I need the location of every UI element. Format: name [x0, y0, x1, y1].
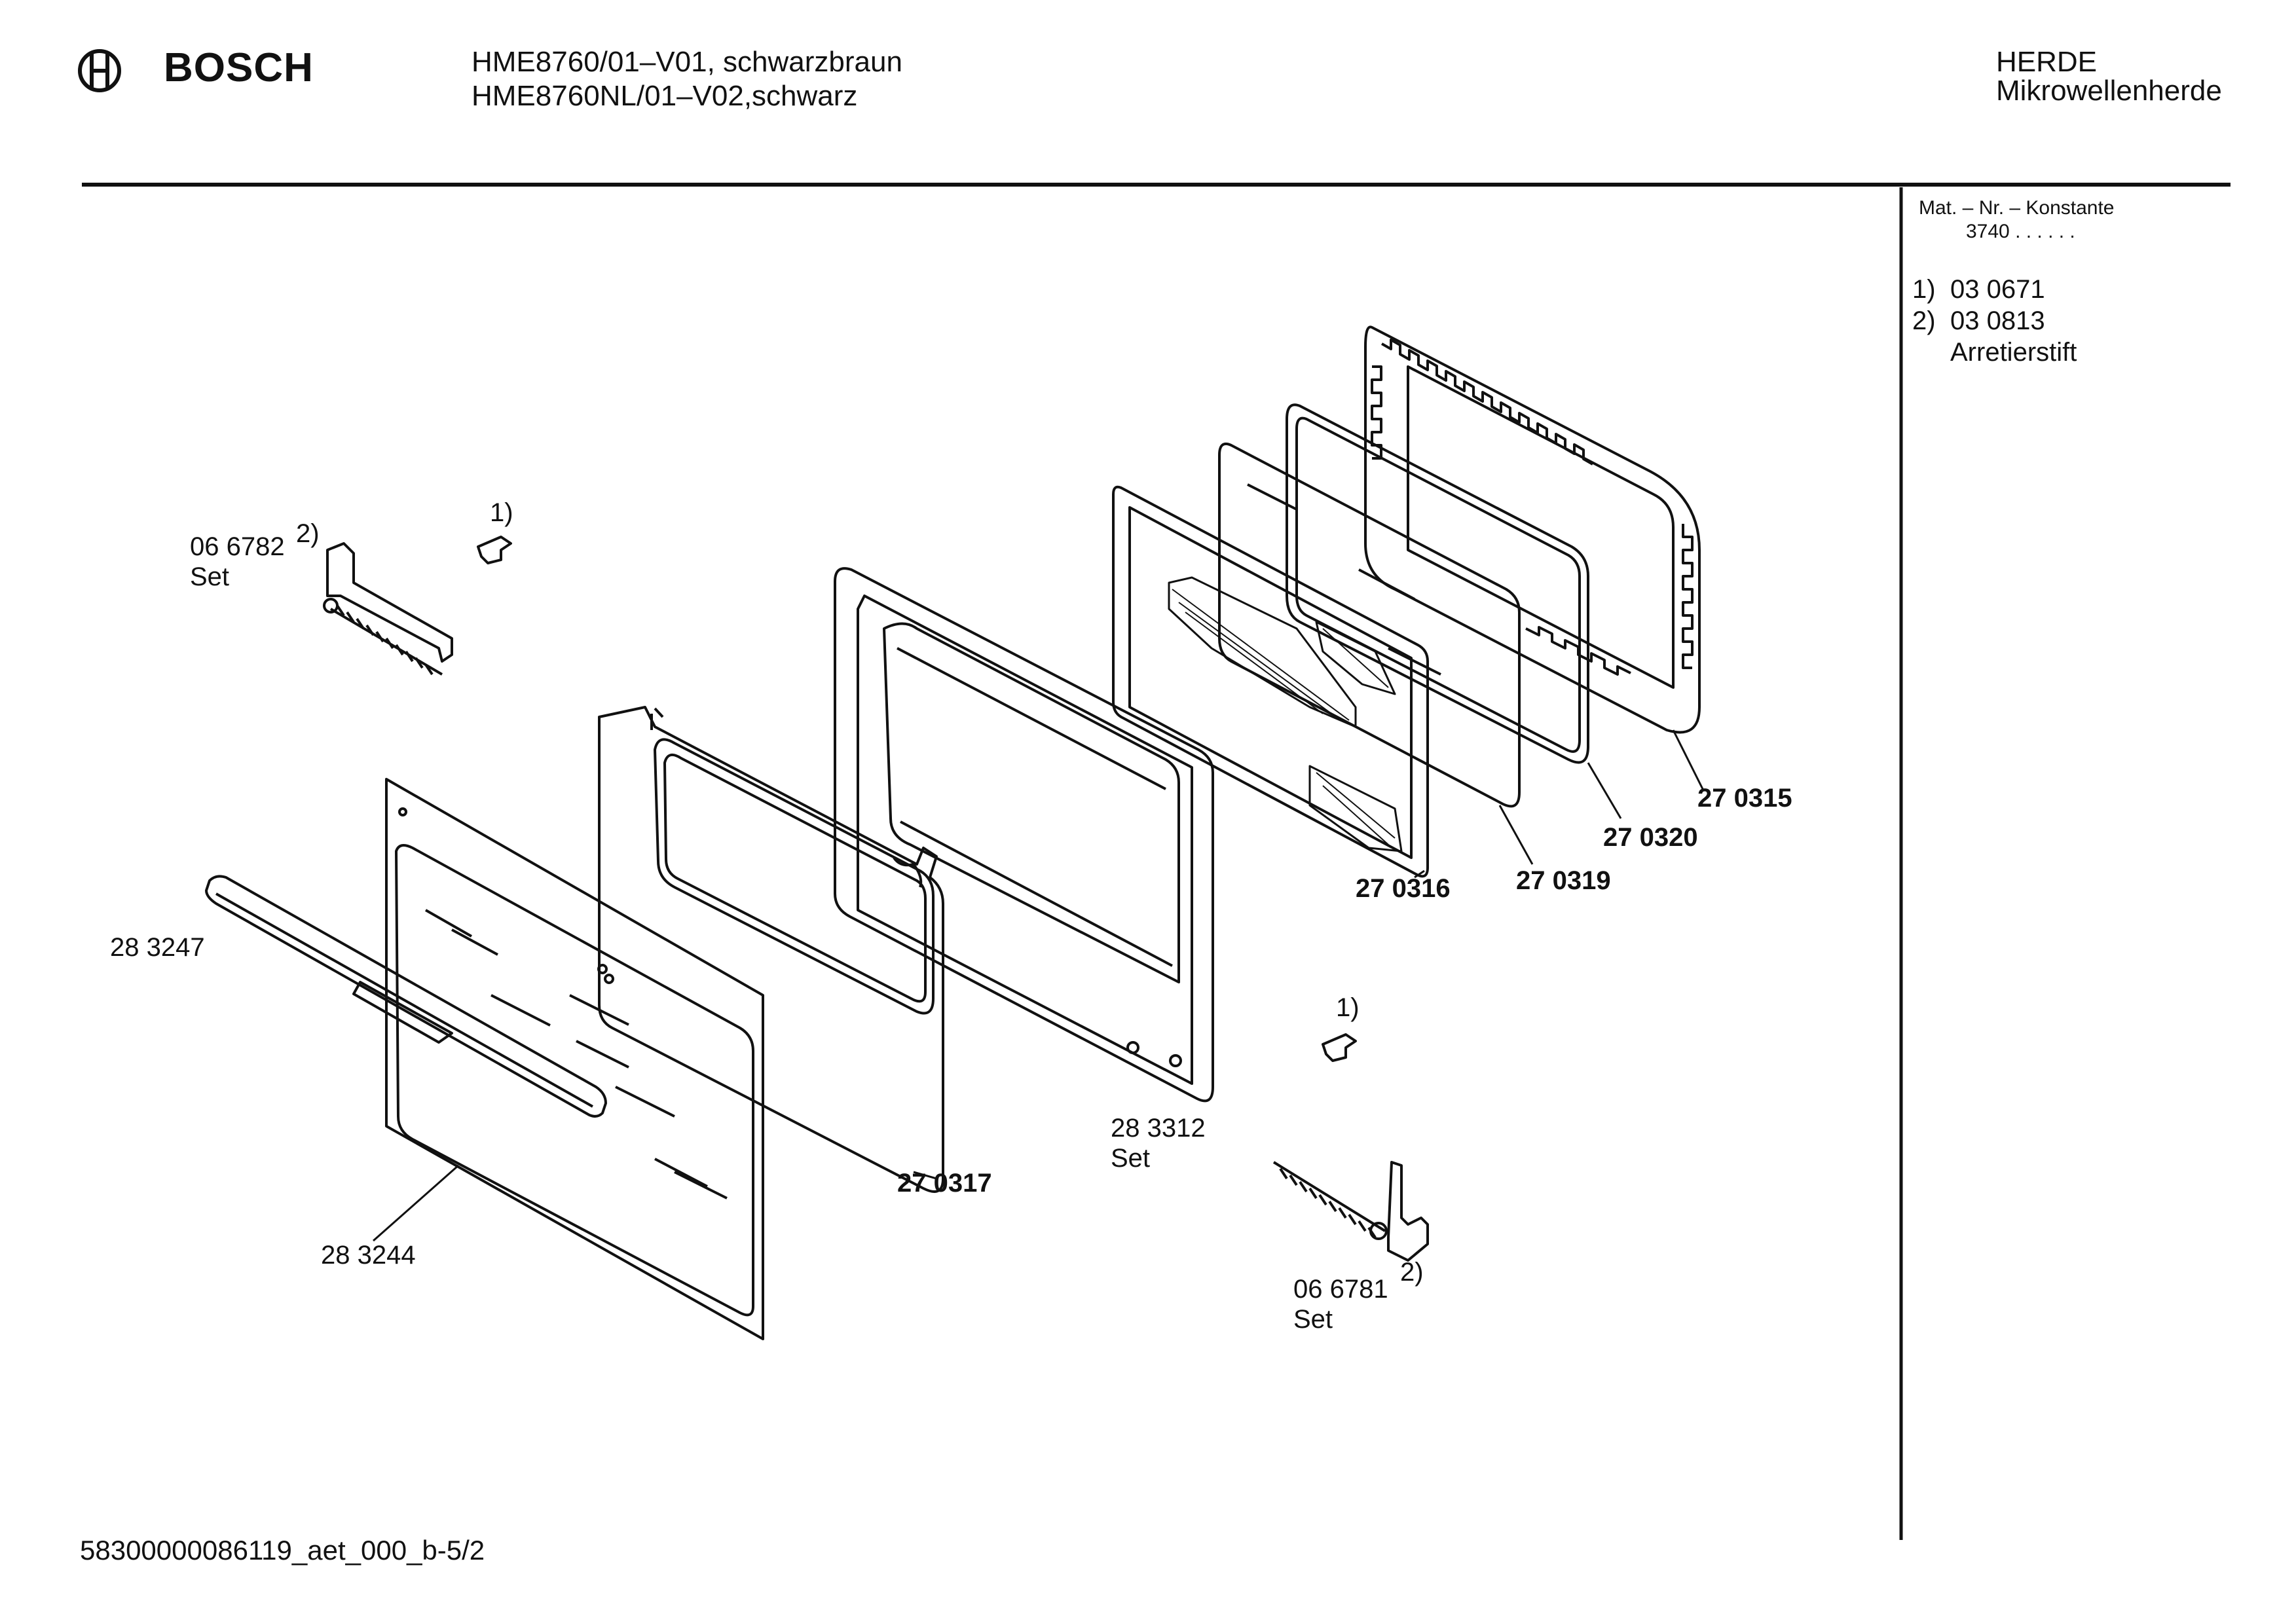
part-ref-pin-top: 1) [490, 498, 513, 527]
part-door-seal [1286, 403, 1589, 764]
part-label-283312-set: Set [1111, 1144, 1151, 1173]
part-label-270316: 27 0316 [1356, 874, 1451, 903]
brand-wordmark: BOSCH [164, 45, 314, 90]
notes-constant: 3740 . . . . . . [1966, 221, 2075, 242]
model-line-1: HME8760/01–V01, schwarzbraun [472, 46, 902, 78]
part-label-283312: 28 3312 [1111, 1114, 1206, 1143]
part-pin-top [477, 536, 512, 564]
part-outer-glass [385, 778, 764, 1340]
part-door-gasket [598, 706, 944, 1193]
note-marker-1: 1) [1912, 275, 1936, 304]
leader-lines [373, 729, 1704, 1242]
part-label-270319: 27 0319 [1516, 866, 1611, 895]
part-label-270315: 27 0315 [1697, 784, 1792, 813]
part-ref-pin-bottom: 1) [1336, 993, 1360, 1022]
note-desc-2: Arretierstift [1950, 338, 2077, 367]
part-ref-066781: 2) [1400, 1258, 1424, 1287]
part-label-066781-set: Set [1293, 1305, 1333, 1334]
category-title: HERDE [1996, 46, 2098, 78]
note-number-1: 03 0671 [1950, 275, 2045, 304]
part-label-066782: 06 6782 [190, 532, 285, 561]
part-hinge-left [323, 542, 453, 676]
document-id: 58300000086119_aet_000_b-5/2 [80, 1535, 485, 1566]
note-marker-2: 2) [1912, 306, 1936, 335]
part-microwave-mesh [1112, 485, 1429, 878]
part-label-270317: 27 0317 [897, 1169, 992, 1198]
part-label-066782-set: Set [190, 562, 230, 591]
part-pin-bottom [1322, 1033, 1357, 1062]
notes-title: Mat. – Nr. – Konstante [1919, 197, 2115, 219]
note-number-2: 03 0813 [1950, 306, 2045, 335]
part-hinge-right [1272, 1161, 1429, 1262]
part-door-handle [205, 875, 607, 1118]
part-back-frame [1364, 325, 1701, 734]
part-label-270320: 27 0320 [1603, 823, 1698, 852]
bosch-logo-icon [78, 49, 121, 92]
part-label-066781: 06 6781 [1293, 1275, 1388, 1304]
part-label-283244: 28 3244 [321, 1241, 416, 1270]
part-label-283247: 28 3247 [110, 933, 205, 962]
category-subtitle: Mikrowellenherde [1996, 75, 2222, 107]
model-line-2: HME8760NL/01–V02,schwarz [472, 80, 858, 112]
part-ref-066782: 2) [296, 519, 320, 548]
part-inner-door-frame [834, 567, 1214, 1103]
part-inner-glass [1218, 442, 1521, 808]
